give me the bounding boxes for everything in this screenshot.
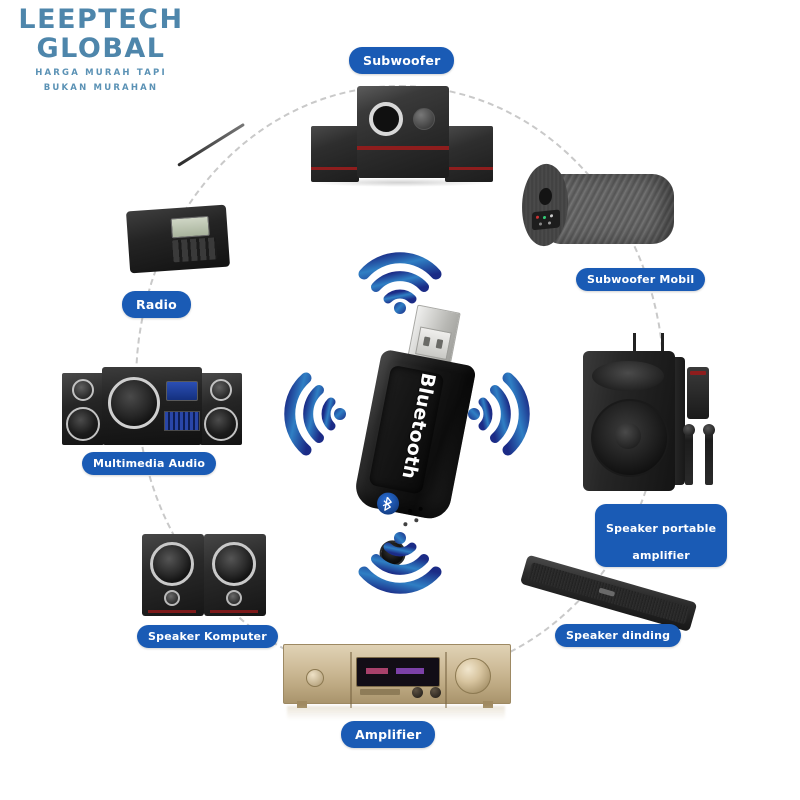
lcd-display bbox=[166, 381, 198, 401]
device-label-line2: amplifier bbox=[632, 548, 690, 562]
hifi-speaker-left bbox=[62, 373, 104, 445]
tweeter bbox=[210, 379, 232, 401]
radio-chassis bbox=[125, 204, 231, 274]
port-hole-icon bbox=[539, 187, 552, 206]
satellite-speaker-right bbox=[445, 126, 493, 182]
trolley-handle-right bbox=[661, 333, 664, 355]
radio-display bbox=[170, 215, 210, 239]
center-woofer bbox=[108, 377, 160, 429]
tweeter bbox=[72, 379, 94, 401]
computer-speaker-right bbox=[204, 534, 266, 616]
device-label-speaker-komputer[interactable]: Speaker Komputer bbox=[137, 625, 278, 649]
knob-dot-icon bbox=[539, 222, 542, 226]
card-slot bbox=[360, 689, 400, 695]
volume-knob-large bbox=[455, 658, 491, 694]
device-label-speaker-dinding[interactable]: Speaker dinding bbox=[555, 624, 682, 648]
hifi-main-unit bbox=[102, 367, 202, 445]
device-label-multimedia-audio[interactable]: Multimedia Audio bbox=[82, 452, 217, 476]
bluetooth-icon bbox=[375, 490, 401, 517]
hifi-speaker-right bbox=[200, 373, 242, 445]
panel-divider-left bbox=[350, 652, 352, 708]
reflection bbox=[287, 706, 505, 720]
accent-stripe bbox=[148, 610, 196, 613]
brand-logo: LEEPTECH GLOBAL HARGA MURAH TAPI BUKAN M… bbox=[6, 4, 196, 95]
device-image-subwoofer bbox=[305, 78, 495, 187]
wireless-signal-icon-right bbox=[468, 372, 530, 461]
speaker-driver bbox=[212, 542, 256, 586]
device-image-amplifier bbox=[283, 638, 511, 720]
dongle-body: Bluetooth bbox=[352, 348, 477, 569]
amplifier-foot-right bbox=[483, 701, 493, 708]
device-image-radio bbox=[120, 122, 245, 280]
selector-knob bbox=[306, 669, 324, 687]
vent-hole-icon bbox=[407, 508, 413, 514]
subwoofer-cabinet bbox=[357, 86, 449, 178]
device-image-speaker-komputer bbox=[140, 530, 270, 622]
woofer-driver bbox=[591, 399, 669, 477]
mic-jack-icon bbox=[430, 687, 441, 698]
volume-knob bbox=[413, 108, 435, 130]
trolley-handle-left bbox=[633, 333, 636, 355]
horn-tweeter bbox=[592, 361, 664, 391]
bass-port-icon bbox=[369, 102, 403, 136]
usb-tongue bbox=[415, 326, 452, 361]
dongle-brand-text: Bluetooth bbox=[397, 370, 440, 482]
usb-pin-icon bbox=[435, 338, 444, 349]
wireless-signal-icon-up bbox=[358, 252, 442, 319]
device-label-radio[interactable]: Radio bbox=[122, 291, 191, 318]
device-label-amplifier[interactable]: Amplifier bbox=[341, 721, 436, 748]
device-label-subwoofer[interactable]: Subwoofer bbox=[349, 47, 455, 74]
headphone-jack-icon bbox=[412, 687, 423, 698]
bluetooth-usb-dongle: Bluetooth bbox=[345, 304, 495, 569]
amplifier-foot-left bbox=[297, 701, 307, 708]
device-image-subwoofer-mobil bbox=[520, 160, 685, 260]
led-red-icon bbox=[536, 215, 539, 219]
woofer bbox=[204, 407, 238, 441]
brand-name-line2: GLOBAL bbox=[36, 33, 166, 65]
device-label-subwoofer-mobil[interactable]: Subwoofer Mobil bbox=[576, 268, 706, 292]
amplifier-display bbox=[356, 657, 440, 687]
wireless-microphone-1 bbox=[683, 424, 695, 485]
remote-control bbox=[687, 367, 709, 419]
device-image-speaker-portable-amplifier bbox=[575, 333, 725, 503]
wireless-microphone-2 bbox=[703, 424, 715, 485]
drop-shadow bbox=[309, 178, 491, 187]
computer-speaker-left bbox=[142, 534, 204, 616]
device-label-speaker-portable-amplifier[interactable]: Speaker portable amplifier bbox=[595, 504, 728, 567]
woofer bbox=[66, 407, 100, 441]
device-image-multimedia-audio bbox=[62, 355, 242, 455]
tweeter bbox=[164, 590, 180, 606]
accent-stripe bbox=[210, 610, 258, 613]
equalizer-buttons bbox=[164, 411, 200, 431]
radio-buttons bbox=[172, 237, 218, 263]
vent-hole-icon bbox=[418, 506, 423, 512]
dongle-label-inset: Bluetooth bbox=[368, 364, 445, 495]
brand-tagline-line2: BUKAN MURAHAN bbox=[43, 83, 159, 94]
speaker-driver bbox=[150, 542, 194, 586]
tweeter bbox=[226, 590, 242, 606]
led-green-icon bbox=[543, 215, 546, 220]
led-white-icon bbox=[550, 214, 553, 218]
amp-control-panel bbox=[532, 209, 560, 231]
usb-pin-icon bbox=[422, 336, 431, 347]
device-label-line1: Speaker portable bbox=[606, 522, 717, 536]
knob-dot2-icon bbox=[548, 221, 551, 225]
wireless-signal-icon-left bbox=[284, 372, 346, 461]
wireless-signal-icon-down bbox=[358, 532, 442, 599]
brand-tagline-line1: HARGA MURAH TAPI bbox=[35, 68, 167, 79]
panel-divider-right bbox=[445, 652, 447, 708]
amplifier-chassis bbox=[283, 644, 511, 708]
satellite-speaker-left bbox=[311, 126, 359, 182]
brand-name-line1: LEEPTECH bbox=[18, 4, 184, 35]
pa-speaker-cabinet bbox=[583, 351, 675, 491]
